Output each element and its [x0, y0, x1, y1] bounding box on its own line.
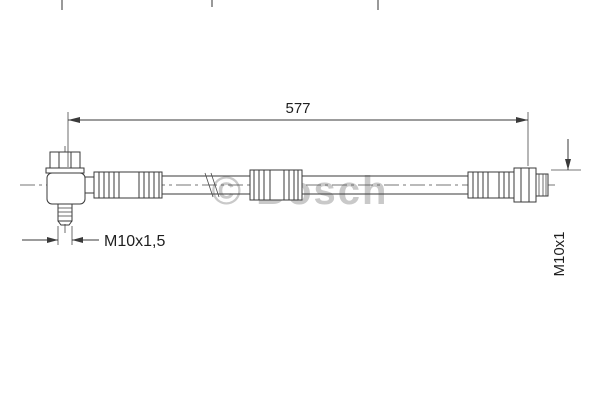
threaded-stub [57, 203, 73, 222]
left-ferrule [84, 171, 163, 199]
dimension-left-thread: M10x1,5 [22, 226, 165, 250]
collar-ridges [253, 170, 299, 200]
ferrule-neck [84, 176, 95, 194]
hex-nut [513, 167, 537, 203]
dimension-right-thread: M10x1 [551, 139, 581, 277]
arrowhead-left [72, 237, 83, 243]
arrowhead-right [516, 117, 528, 123]
arrowhead-left [68, 117, 80, 123]
length-label: 577 [285, 100, 310, 117]
middle-collar [249, 169, 303, 201]
ferrule-sleeve [467, 171, 515, 199]
washer-flange [45, 167, 85, 174]
break-mark [204, 172, 214, 198]
right-fitting [513, 167, 549, 203]
ferrule-ridges [472, 172, 510, 198]
right-ferrule [467, 171, 515, 199]
hose-tube [162, 172, 468, 198]
right-thread-label: M10x1 [551, 231, 568, 276]
hex-nut [49, 151, 81, 169]
left-thread-label: M10x1,5 [104, 233, 165, 250]
banjo-fitting [45, 151, 86, 226]
ferrule-sleeve [93, 171, 163, 199]
break-mark [210, 172, 220, 198]
stub-chamfer [57, 220, 73, 226]
arrowhead-down [565, 159, 571, 170]
registration-marks [61, 0, 379, 10]
arrowhead-right [47, 237, 58, 243]
dimension-overall-length: 577 [67, 100, 529, 167]
banjo-body [46, 172, 86, 205]
ferrule-ridges [98, 172, 160, 198]
